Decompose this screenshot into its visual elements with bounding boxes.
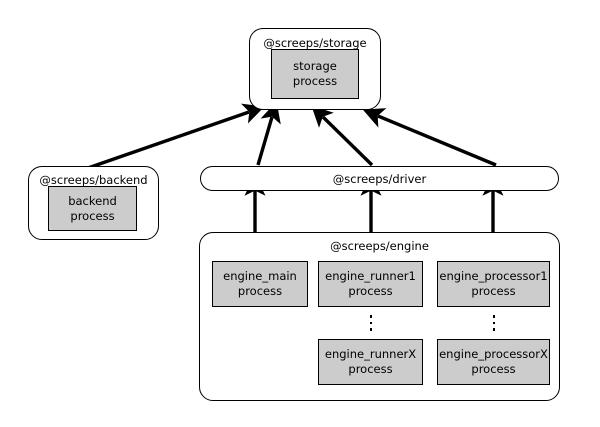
process-engine-processor1-line2: process (471, 284, 516, 298)
edge-driver-right-to-storage (362, 108, 497, 167)
ellipsis-dot (492, 315, 496, 318)
process-backend-line2: process (70, 208, 115, 223)
process-storage-line1: storage (293, 59, 337, 73)
edge-backend-to-storage (87, 103, 265, 170)
process-engine-processorx[interactable]: engine_processorX process (437, 339, 550, 385)
process-engine-main-line2: process (237, 284, 283, 298)
ellipsis-dot (369, 315, 373, 318)
ellipsis-dot (369, 328, 373, 331)
process-engine-processorx-line2: process (471, 362, 516, 376)
package-engine-label: @screeps/engine (330, 239, 429, 253)
ellipsis-dot (492, 321, 496, 325)
ellipsis-dot (492, 328, 496, 331)
process-engine-main[interactable]: engine_main process (212, 261, 308, 307)
edge-driver-center-to-storage (311, 105, 374, 167)
process-backend-line1: backend (68, 193, 117, 208)
process-backend[interactable]: backend process (48, 186, 137, 231)
ellipsis-engine-processors (489, 315, 499, 331)
process-engine-main-line1: engine_main (223, 269, 297, 283)
ellipsis-dot (369, 321, 373, 325)
process-engine-processor1[interactable]: engine_processor1 process (437, 261, 550, 307)
package-driver[interactable]: @screeps/driver (200, 166, 559, 191)
process-engine-runnerx-line1: engine_runnerX (324, 347, 417, 361)
process-storage[interactable]: storage process (271, 49, 359, 99)
package-storage-label: @screeps/storage (263, 36, 367, 50)
package-backend-label: @screeps/backend (39, 173, 148, 187)
process-engine-runner1[interactable]: engine_runner1 process (318, 261, 423, 307)
process-engine-processor1-line1: engine_processor1 (439, 269, 548, 283)
package-driver-label: @screeps/driver (332, 171, 427, 186)
ellipsis-engine-runners (366, 315, 376, 331)
process-engine-processorx-line1: engine_processorX (439, 347, 548, 361)
process-engine-runner1-line1: engine_runner1 (325, 269, 416, 283)
process-engine-runner1-line2: process (348, 284, 393, 298)
process-engine-runnerx-line2: process (348, 362, 393, 376)
process-engine-runnerx[interactable]: engine_runnerX process (318, 339, 423, 385)
process-storage-line2: process (292, 74, 338, 88)
edge-driver-left-to-storage (256, 101, 281, 166)
